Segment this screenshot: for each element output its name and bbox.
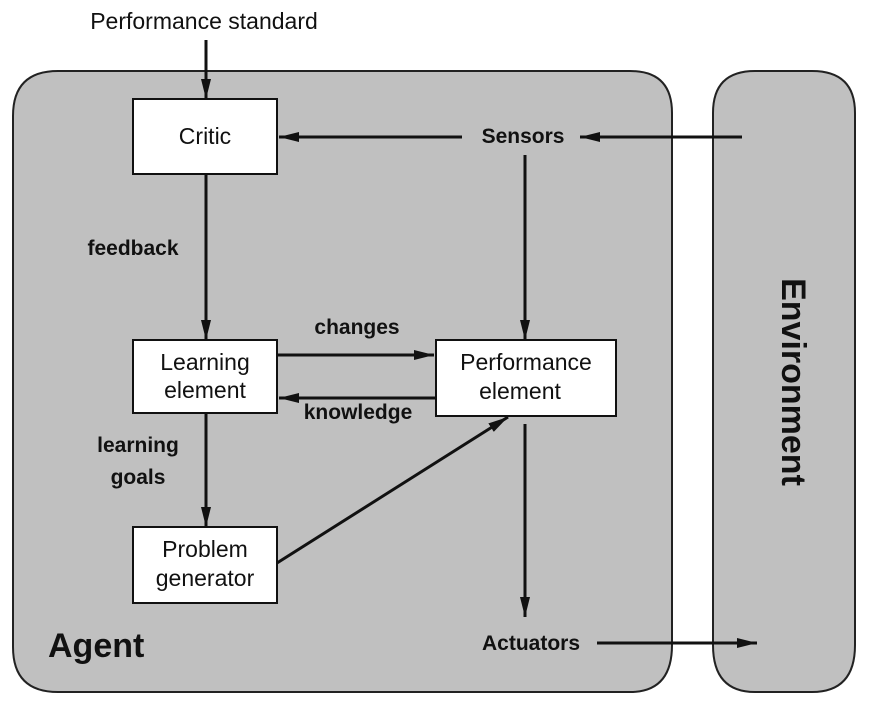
learning-goals-label-line2: goals: [111, 466, 166, 489]
learning-element-label-line2: element: [164, 377, 246, 403]
problem-generator-label-line1: Problem: [162, 536, 248, 562]
environment-label: Environment: [774, 278, 812, 486]
performance-standard-label: Performance standard: [90, 8, 318, 34]
actuators-label: Actuators: [482, 632, 580, 655]
performance-element-label-line2: element: [479, 378, 561, 404]
agent-label: Agent: [48, 627, 144, 665]
knowledge-label: knowledge: [304, 401, 413, 424]
sensors-label: Sensors: [482, 125, 565, 148]
problem-generator-to-performance-arrow: [276, 415, 509, 565]
feedback-label: feedback: [87, 237, 178, 260]
learning-element-label-line1: Learning: [160, 349, 250, 375]
problem-generator-label-line2: generator: [156, 565, 255, 591]
learning-goals-label-line1: learning: [97, 434, 179, 457]
performance-element-label-line1: Performance: [460, 349, 592, 375]
critic-label: Critic: [179, 123, 231, 149]
changes-label: changes: [314, 316, 399, 339]
critic-box: [132, 98, 278, 175]
problem-generator-box: [132, 526, 278, 604]
performance-element-box: [435, 339, 617, 417]
environment-region: [712, 70, 856, 693]
